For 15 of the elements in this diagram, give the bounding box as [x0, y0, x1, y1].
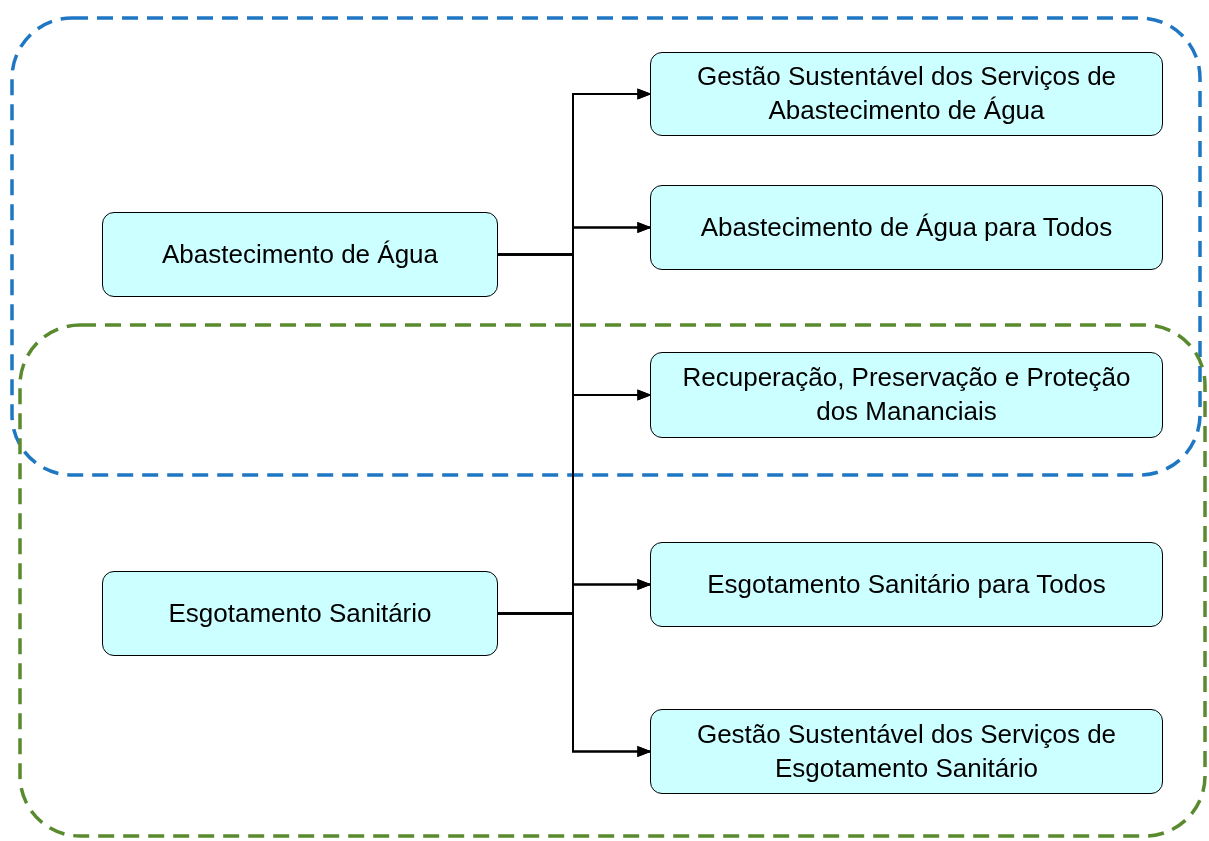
process-box [102, 571, 498, 656]
connector-arrow [497, 612, 652, 758]
process-box [650, 185, 1163, 270]
box-label: Gestão Sustentável dos Serviços de Esgotamento Sanitário [695, 717, 1118, 785]
process-box [650, 52, 1163, 136]
process-box [650, 542, 1163, 627]
process-box [650, 709, 1163, 794]
box-label: Recuperação, Preservação e Proteção dos Mananciais [681, 361, 1132, 428]
box-label: Abastecimento de Água [161, 237, 439, 271]
process-box [102, 212, 498, 297]
box-label: Esgotamento Sanitário [168, 596, 432, 630]
process-box [650, 352, 1163, 438]
box-label: Esgotamento Sanitário para Todos [707, 567, 1106, 601]
box-label: Gestão Sustentável dos Serviços de Abastecimento de Água [695, 60, 1118, 127]
box-label: Abastecimento de Água para Todos [700, 210, 1113, 244]
